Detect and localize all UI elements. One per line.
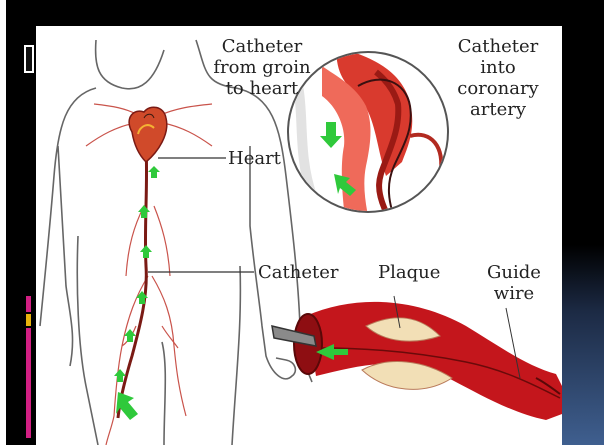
catheter-into-coronary-label: Catheter into coronary artery <box>450 36 546 120</box>
slide-accent-bar <box>26 296 31 312</box>
artery-cross-section <box>272 302 562 420</box>
catheterization-diagram: Catheter from groin to heart Catheter in… <box>36 26 562 445</box>
bullet-marker <box>24 45 34 73</box>
guide-wire-label: Guide wire <box>484 262 544 304</box>
slide-accent-bar <box>26 314 31 326</box>
plaque-label: Plaque <box>378 262 440 283</box>
green-arrow-icon <box>114 166 160 420</box>
heart-icon <box>129 107 167 162</box>
slide-accent-bar <box>26 328 31 438</box>
heart-label: Heart <box>228 148 281 169</box>
body-outline <box>77 236 240 445</box>
slide-left-edge <box>0 0 6 445</box>
slide-background-gradient <box>562 0 604 445</box>
catheter-from-groin-label: Catheter from groin to heart <box>206 36 318 99</box>
catheter-label: Catheter <box>258 262 338 283</box>
